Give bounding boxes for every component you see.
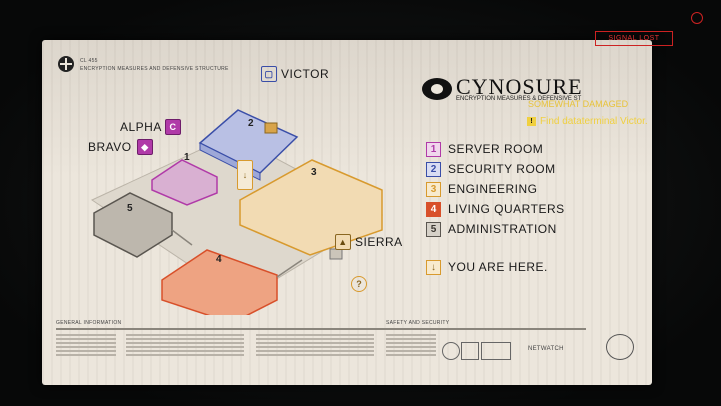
facility-map-board: CL 455 ENCRYPTION MEASURES AND DEFENSIVE… [42, 40, 652, 385]
you-are-here-map-icon: ↓ [237, 160, 253, 190]
safety-sign-icon [481, 342, 511, 360]
legend-num: 4 [426, 202, 441, 217]
compass-icon [691, 12, 703, 24]
isometric-floor-map [90, 109, 384, 315]
scan-icon [606, 334, 634, 360]
room-label-2: 2 [248, 118, 254, 129]
legend-label: ENGINEERING [448, 182, 538, 196]
text-block [256, 334, 374, 356]
sierra-icon: ▲ [335, 234, 351, 250]
room-label-5: 5 [127, 203, 133, 214]
netwatch-label: NETWATCH [528, 346, 564, 352]
room-label-4: 4 [216, 254, 222, 265]
crate [264, 122, 278, 134]
marker-victor-label: VICTOR [281, 67, 330, 81]
corridor [171, 229, 193, 246]
arrow-down-icon: ↓ [426, 260, 441, 275]
room-label-3: 3 [311, 167, 317, 178]
room-engineering [239, 159, 383, 256]
room-administration [93, 192, 173, 258]
legend-label: SERVER ROOM [448, 142, 544, 156]
corner-code: CL 455 [80, 58, 98, 64]
legend-label: LIVING QUARTERS [448, 202, 565, 216]
corner-title: ENCRYPTION MEASURES AND DEFENSIVE STRUCT… [80, 66, 229, 72]
objective-icon: ! [527, 117, 536, 126]
damage-status: SOMEWHAT DAMAGED [528, 99, 629, 109]
text-block [126, 334, 244, 356]
room-server [151, 159, 218, 206]
divider [56, 328, 586, 330]
alpha-icon: C [165, 119, 181, 135]
brand-subtitle: ENCRYPTION MEASURES & DEFENSIVE ST [456, 96, 582, 102]
room-label-1: 1 [184, 152, 190, 163]
legend-num: 3 [426, 182, 441, 197]
objective-text: ! Find dataterminal Victor. [527, 116, 648, 127]
legend-num: 5 [426, 222, 441, 237]
legend-num: 2 [426, 162, 441, 177]
crate [329, 248, 343, 260]
cynosure-logo-icon [422, 78, 452, 100]
safety-heading: SAFETY AND SECURITY [386, 320, 450, 326]
question-icon[interactable]: ? [351, 276, 367, 292]
objective-label: Find dataterminal Victor. [540, 116, 648, 127]
marker-sierra-label: SIERRA [355, 235, 403, 249]
text-block [56, 334, 116, 358]
corridor [276, 259, 303, 278]
warning-icon [442, 342, 460, 360]
marker-bravo-label: BRAVO [88, 140, 132, 154]
general-info-heading: GENERAL INFORMATION [56, 320, 122, 326]
bravo-icon: ◆ [137, 139, 153, 155]
marker-alpha-label: ALPHA [120, 120, 162, 134]
legend-label: SECURITY ROOM [448, 162, 556, 176]
room-living-quarters [161, 249, 278, 315]
terminal-icon: ▢ [261, 66, 277, 82]
you-are-here-label: YOU ARE HERE. [448, 260, 548, 274]
info-footer: GENERAL INFORMATION SAFETY AND SECURITY … [56, 320, 636, 368]
hazard-icon [461, 342, 479, 360]
brand-name: CYNOSURE [456, 74, 583, 99]
text-block [386, 334, 436, 358]
legend-num: 1 [426, 142, 441, 157]
crosshair-icon [58, 56, 74, 72]
legend-label: ADMINISTRATION [448, 222, 557, 236]
signal-lost-badge: SIGNAL LOST [595, 31, 673, 46]
